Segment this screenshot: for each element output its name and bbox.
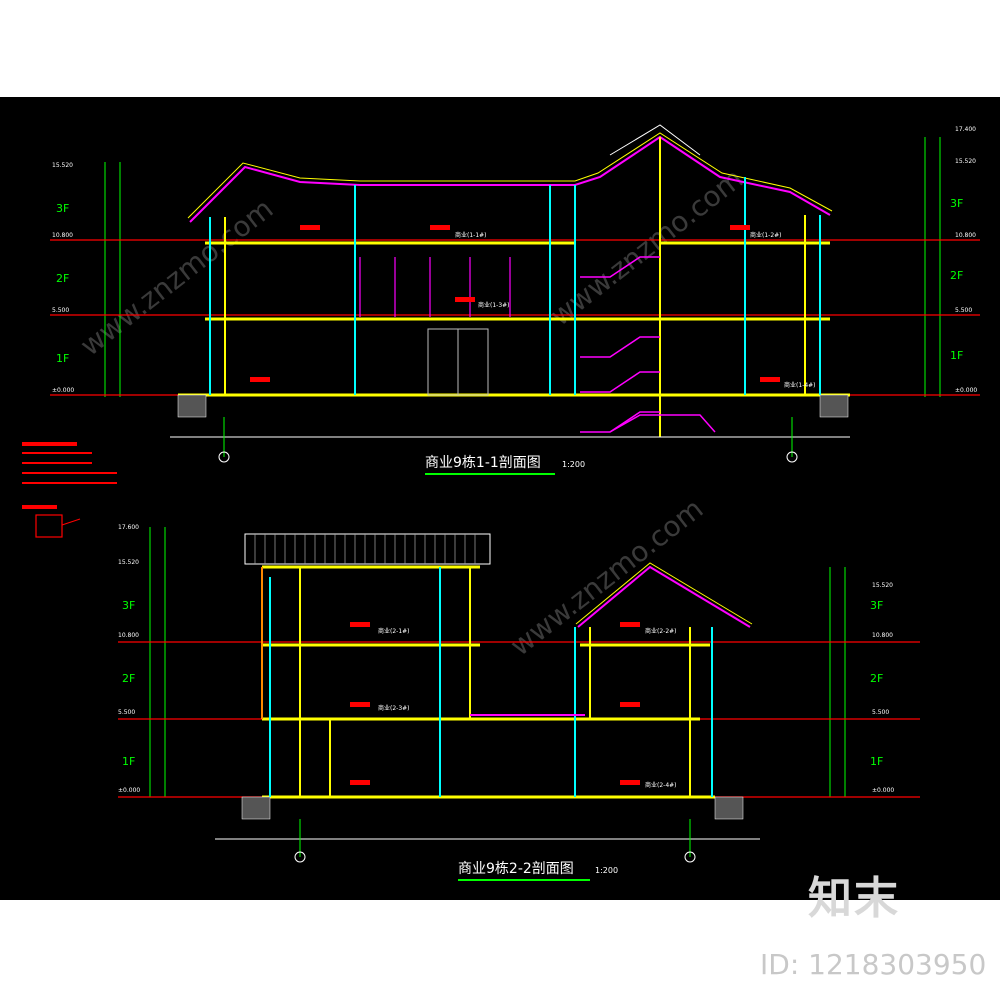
section-1-scale: 1:200 — [562, 460, 585, 469]
s1-floor-3f-right: 3F — [950, 197, 963, 210]
s1-elev-right-2: 15.520 — [955, 158, 976, 165]
brand-id-label: ID: 1218303950 — [760, 948, 987, 981]
s2-elev-right-3: 5.500 — [872, 709, 889, 716]
s2-elev-left-1: 17.600 — [118, 524, 139, 531]
s1-elev-left-1: 15.520 — [52, 162, 73, 169]
s1-floor-2f-left: 2F — [56, 272, 69, 285]
s2-room-4: 商业(2-4#) — [645, 781, 677, 789]
s2-floor-3f-right: 3F — [870, 599, 883, 612]
legend-notes — [22, 442, 117, 538]
s2-room-1: 商业(2-1#) — [378, 627, 410, 635]
s2-floor-3f-left: 3F — [122, 599, 135, 612]
s2-room-2: 商业(2-2#) — [645, 627, 677, 635]
s2-room-3: 商业(2-3#) — [378, 704, 410, 712]
s2-floor-1f-right: 1F — [870, 755, 883, 768]
s1-room-3: 商业(1-3#) — [478, 301, 510, 309]
section-2-title: 商业9栋2-2剖面图 — [458, 860, 574, 877]
s1-elev-left-3: 5.500 — [52, 307, 69, 314]
s1-elev-right-3: 10.800 — [955, 232, 976, 239]
s2-floor-1f-left: 1F — [122, 755, 135, 768]
s2-elev-left-4: 5.500 — [118, 709, 135, 716]
s1-room-2: 商业(1-2#) — [750, 231, 782, 239]
s2-elev-right-1: 15.520 — [872, 582, 893, 589]
s2-floor-2f-right: 2F — [870, 672, 883, 685]
s1-room-1: 商业(1-1#) — [455, 231, 487, 239]
s1-elev-right-4: 5.500 — [955, 307, 972, 314]
s2-elev-left-5: ±0.000 — [118, 787, 140, 794]
s2-floor-2f-left: 2F — [122, 672, 135, 685]
s1-elev-left-2: 10.800 — [52, 232, 73, 239]
s1-floor-1f-left: 1F — [56, 352, 69, 365]
s2-elev-left-2: 15.520 — [118, 559, 139, 566]
s1-elev-right-5: ±0.000 — [955, 387, 977, 394]
s1-elev-left-4: ±0.000 — [52, 387, 74, 394]
s2-elev-right-2: 10.800 — [872, 632, 893, 639]
drawing-background — [0, 97, 1000, 900]
s1-room-4: 商业(1-4#) — [784, 381, 816, 389]
s2-elev-left-3: 10.800 — [118, 632, 139, 639]
section-1-title: 商业9栋1-1剖面图 — [425, 454, 541, 471]
s1-floor-3f-left: 3F — [56, 202, 69, 215]
s2-elev-right-4: ±0.000 — [872, 787, 894, 794]
s1-floor-1f-right: 1F — [950, 349, 963, 362]
section-1-1-drawing — [50, 124, 980, 463]
s1-elev-right-1: 17.400 — [955, 126, 976, 133]
s1-floor-2f-right: 2F — [950, 269, 963, 282]
section-2-scale: 1:200 — [595, 866, 618, 875]
brand-logo: 知末 — [808, 873, 900, 924]
section-2-2-drawing — [118, 527, 920, 863]
cad-canvas: www.znzmo.com www.znzmo.com www.znzmo.co… — [0, 97, 1000, 900]
